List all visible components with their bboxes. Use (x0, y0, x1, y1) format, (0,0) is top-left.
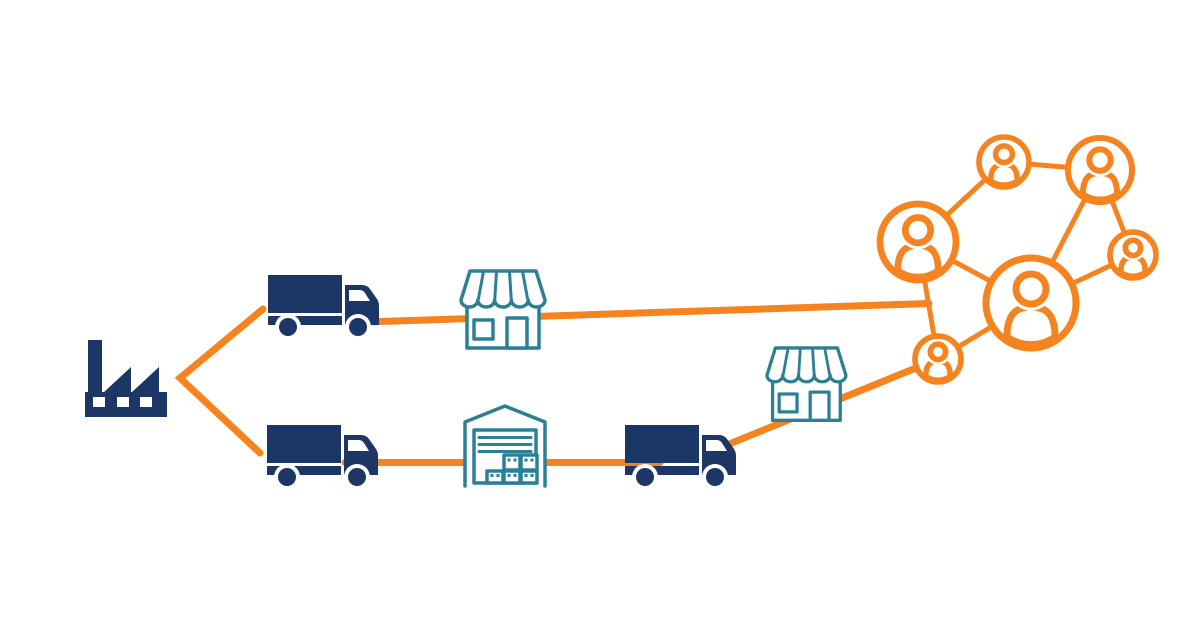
factory-branch-route (174, 305, 267, 457)
person-network-node-icon (880, 204, 956, 280)
delivery-truck-icon-bottom-second (625, 425, 736, 490)
retail-store-icon-top (459, 269, 547, 350)
consumer-network-edges (915, 159, 1136, 362)
retail-store-icon-small (765, 346, 848, 422)
person-network-node-icon (1110, 232, 1156, 278)
store-to-network-route (346, 300, 933, 326)
person-network-node-icon (979, 137, 1029, 187)
person-network-node-icon (986, 258, 1076, 348)
delivery-truck-icon-bottom-first (267, 425, 378, 490)
person-network-node-icon (915, 336, 961, 382)
consumer-network (880, 137, 1156, 382)
warehouse-icon (463, 404, 547, 488)
delivery-truck-icon-top (268, 275, 379, 340)
person-network-node-icon (1068, 138, 1132, 202)
factory-icon (85, 340, 167, 417)
